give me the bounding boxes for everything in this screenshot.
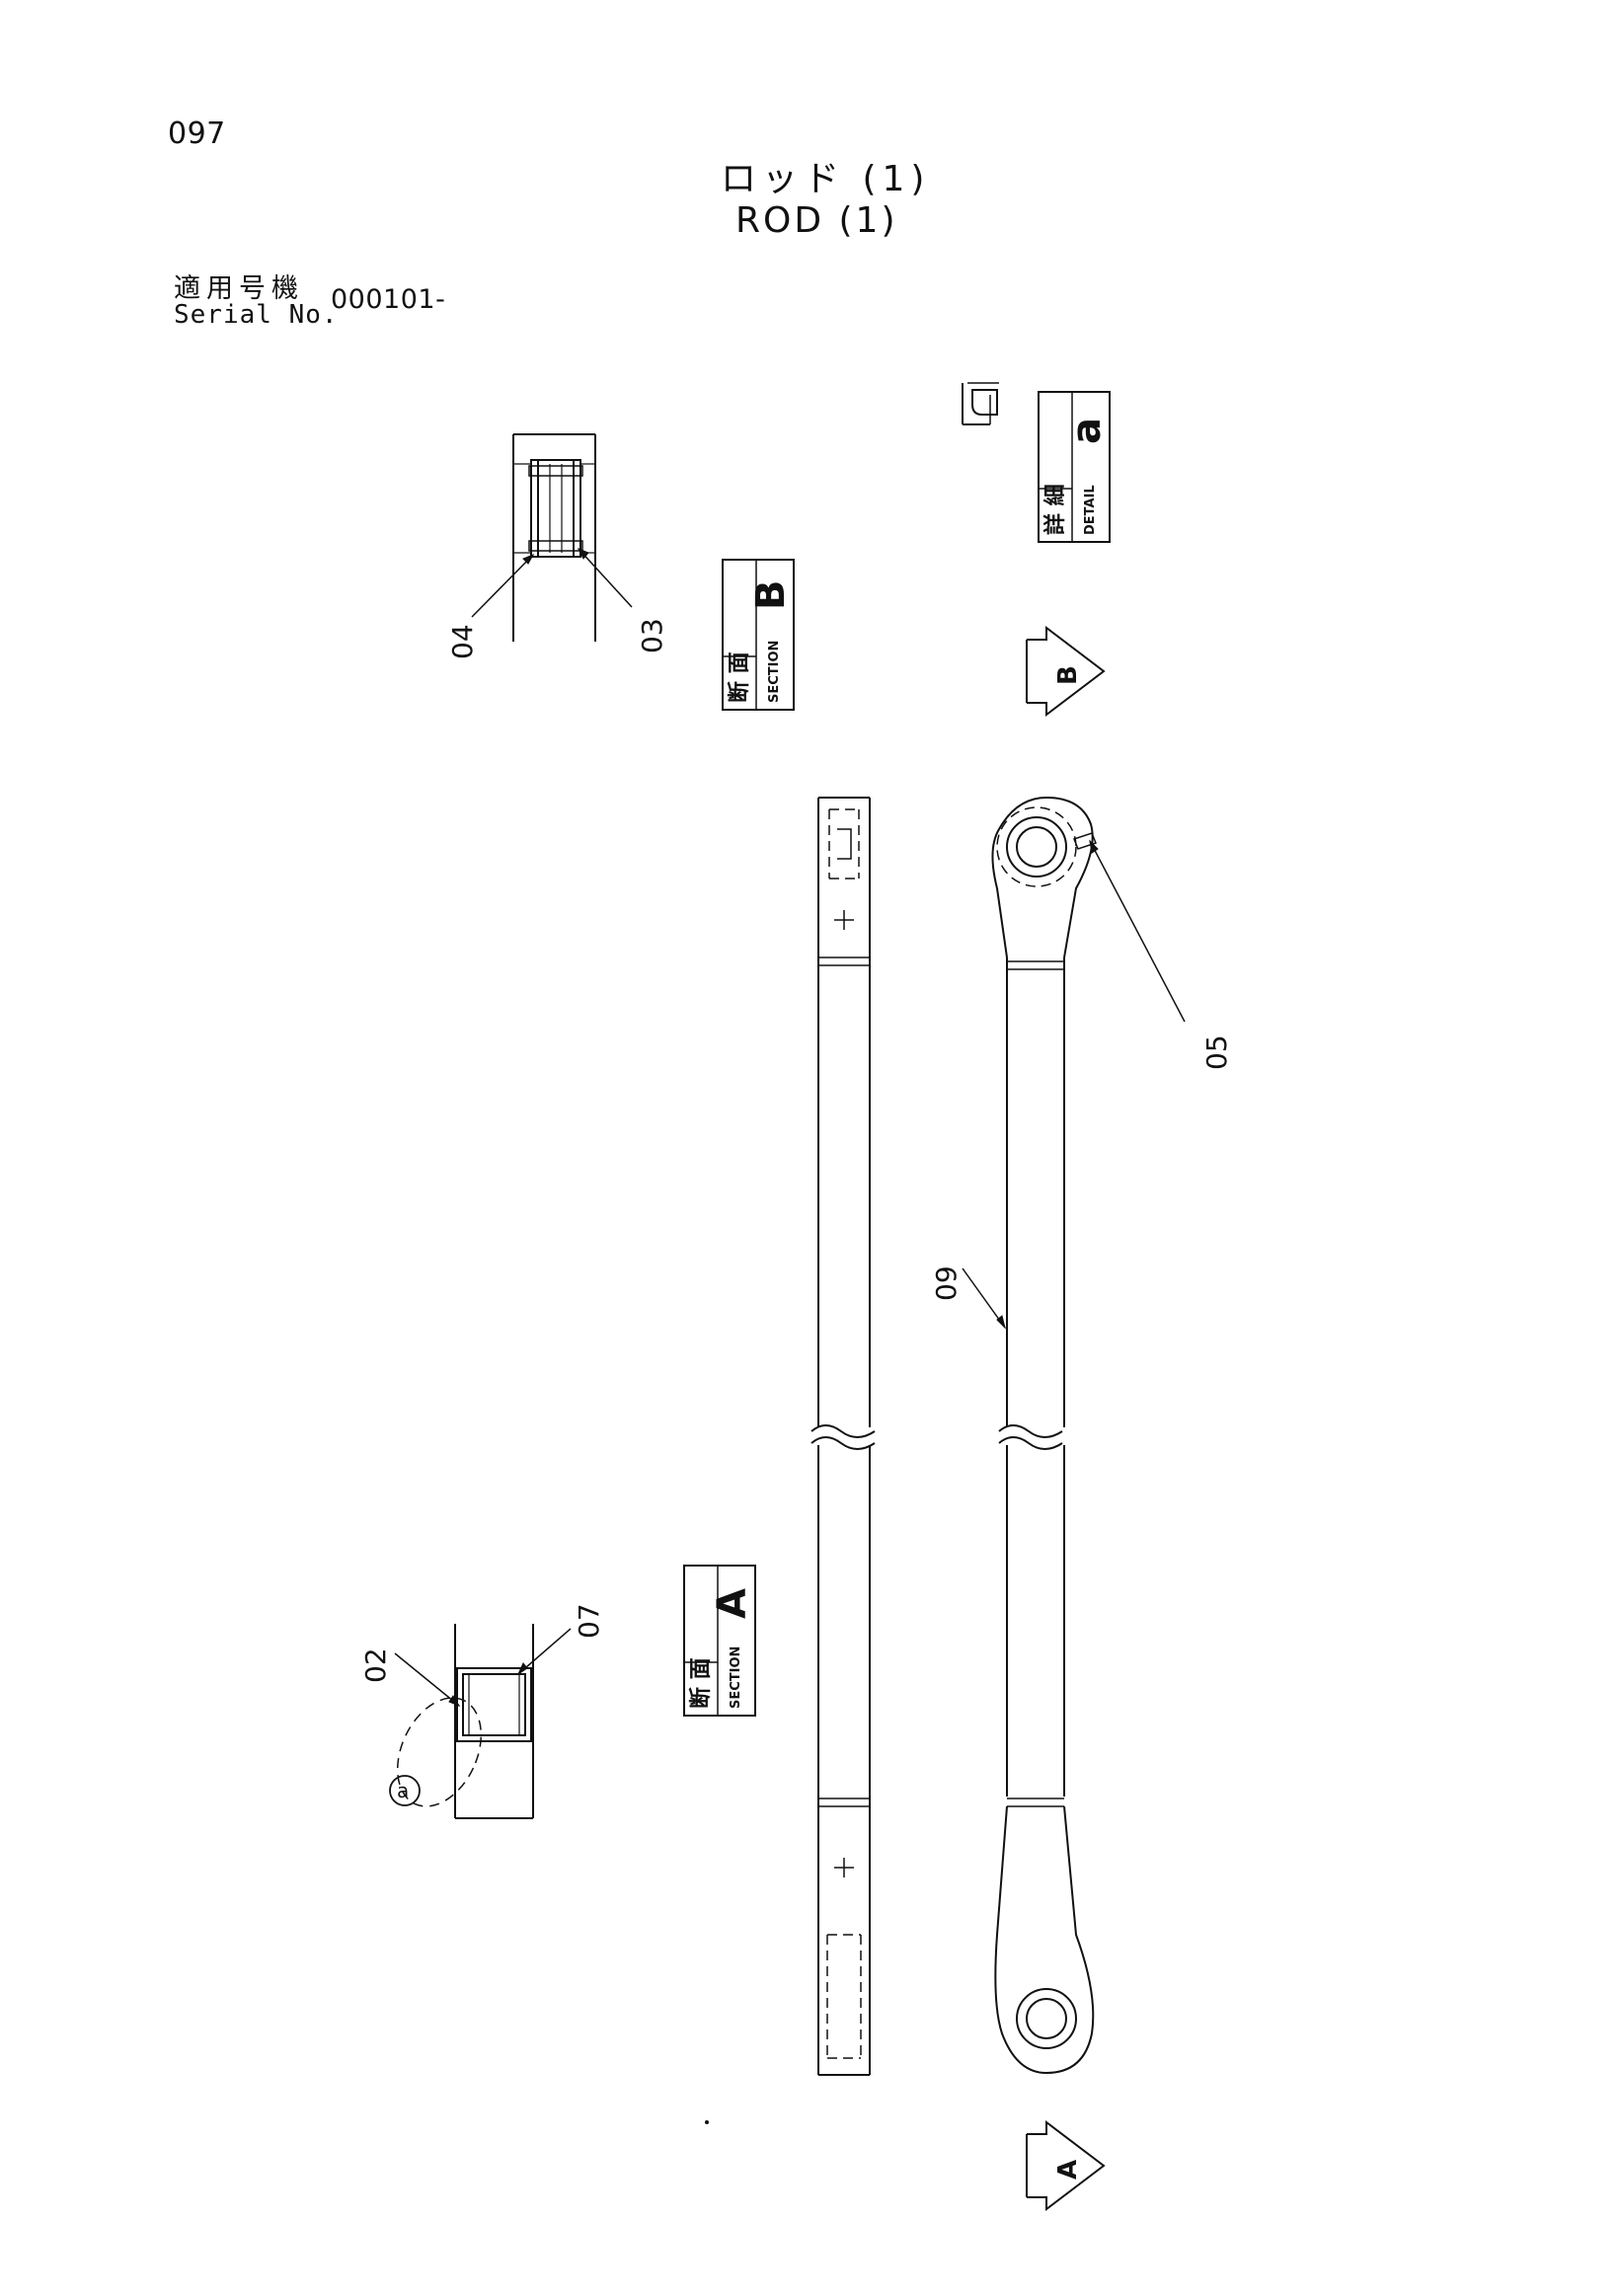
title-english: ROD (1) — [735, 200, 898, 241]
part-number-05: 05 — [1200, 1034, 1233, 1070]
section-b-jp-text: 断 面 — [727, 651, 752, 703]
arrow-a-letter: A — [1053, 2160, 1083, 2180]
page-number: 097 — [168, 116, 226, 151]
detail-a-view — [962, 382, 999, 425]
section-a-label-box — [683, 1565, 756, 1717]
part-number-03: 03 — [636, 618, 668, 653]
detail-a-en-text: DETAIL — [1083, 485, 1098, 535]
section-b-view — [471, 433, 633, 642]
detail-circle-letter: a — [397, 1779, 409, 1802]
section-a-letter: A — [710, 1588, 755, 1619]
title-japanese: ロッド (1) — [721, 159, 931, 199]
detail-a-letter: a — [1064, 418, 1110, 444]
serial-label-japanese: 適用号機 — [174, 273, 304, 304]
section-b-letter: B — [748, 580, 794, 611]
serial-number-value: 000101- — [331, 284, 446, 315]
part-number-04: 04 — [446, 624, 479, 659]
section-a-en-text: SECTION — [729, 1646, 743, 1709]
section-a-view — [389, 1624, 572, 1819]
section-arrow-a — [1026, 2119, 1106, 2212]
rod-top-view — [810, 797, 876, 2076]
rod-front-view — [962, 796, 1186, 2075]
section-b-label-box — [722, 559, 795, 711]
part-number-02: 02 — [359, 1647, 392, 1683]
serial-label-english: Serial No. — [174, 300, 339, 330]
section-a-jp-text: 断 面 — [688, 1657, 714, 1709]
detail-a-label-box — [1038, 391, 1111, 543]
arrow-b-letter: B — [1053, 665, 1083, 685]
section-arrow-b — [1026, 625, 1106, 718]
part-number-07: 07 — [573, 1603, 605, 1639]
detail-a-jp-text: 詳 細 — [1042, 484, 1068, 535]
section-b-en-text: SECTION — [767, 641, 782, 703]
part-number-09: 09 — [930, 1265, 963, 1301]
